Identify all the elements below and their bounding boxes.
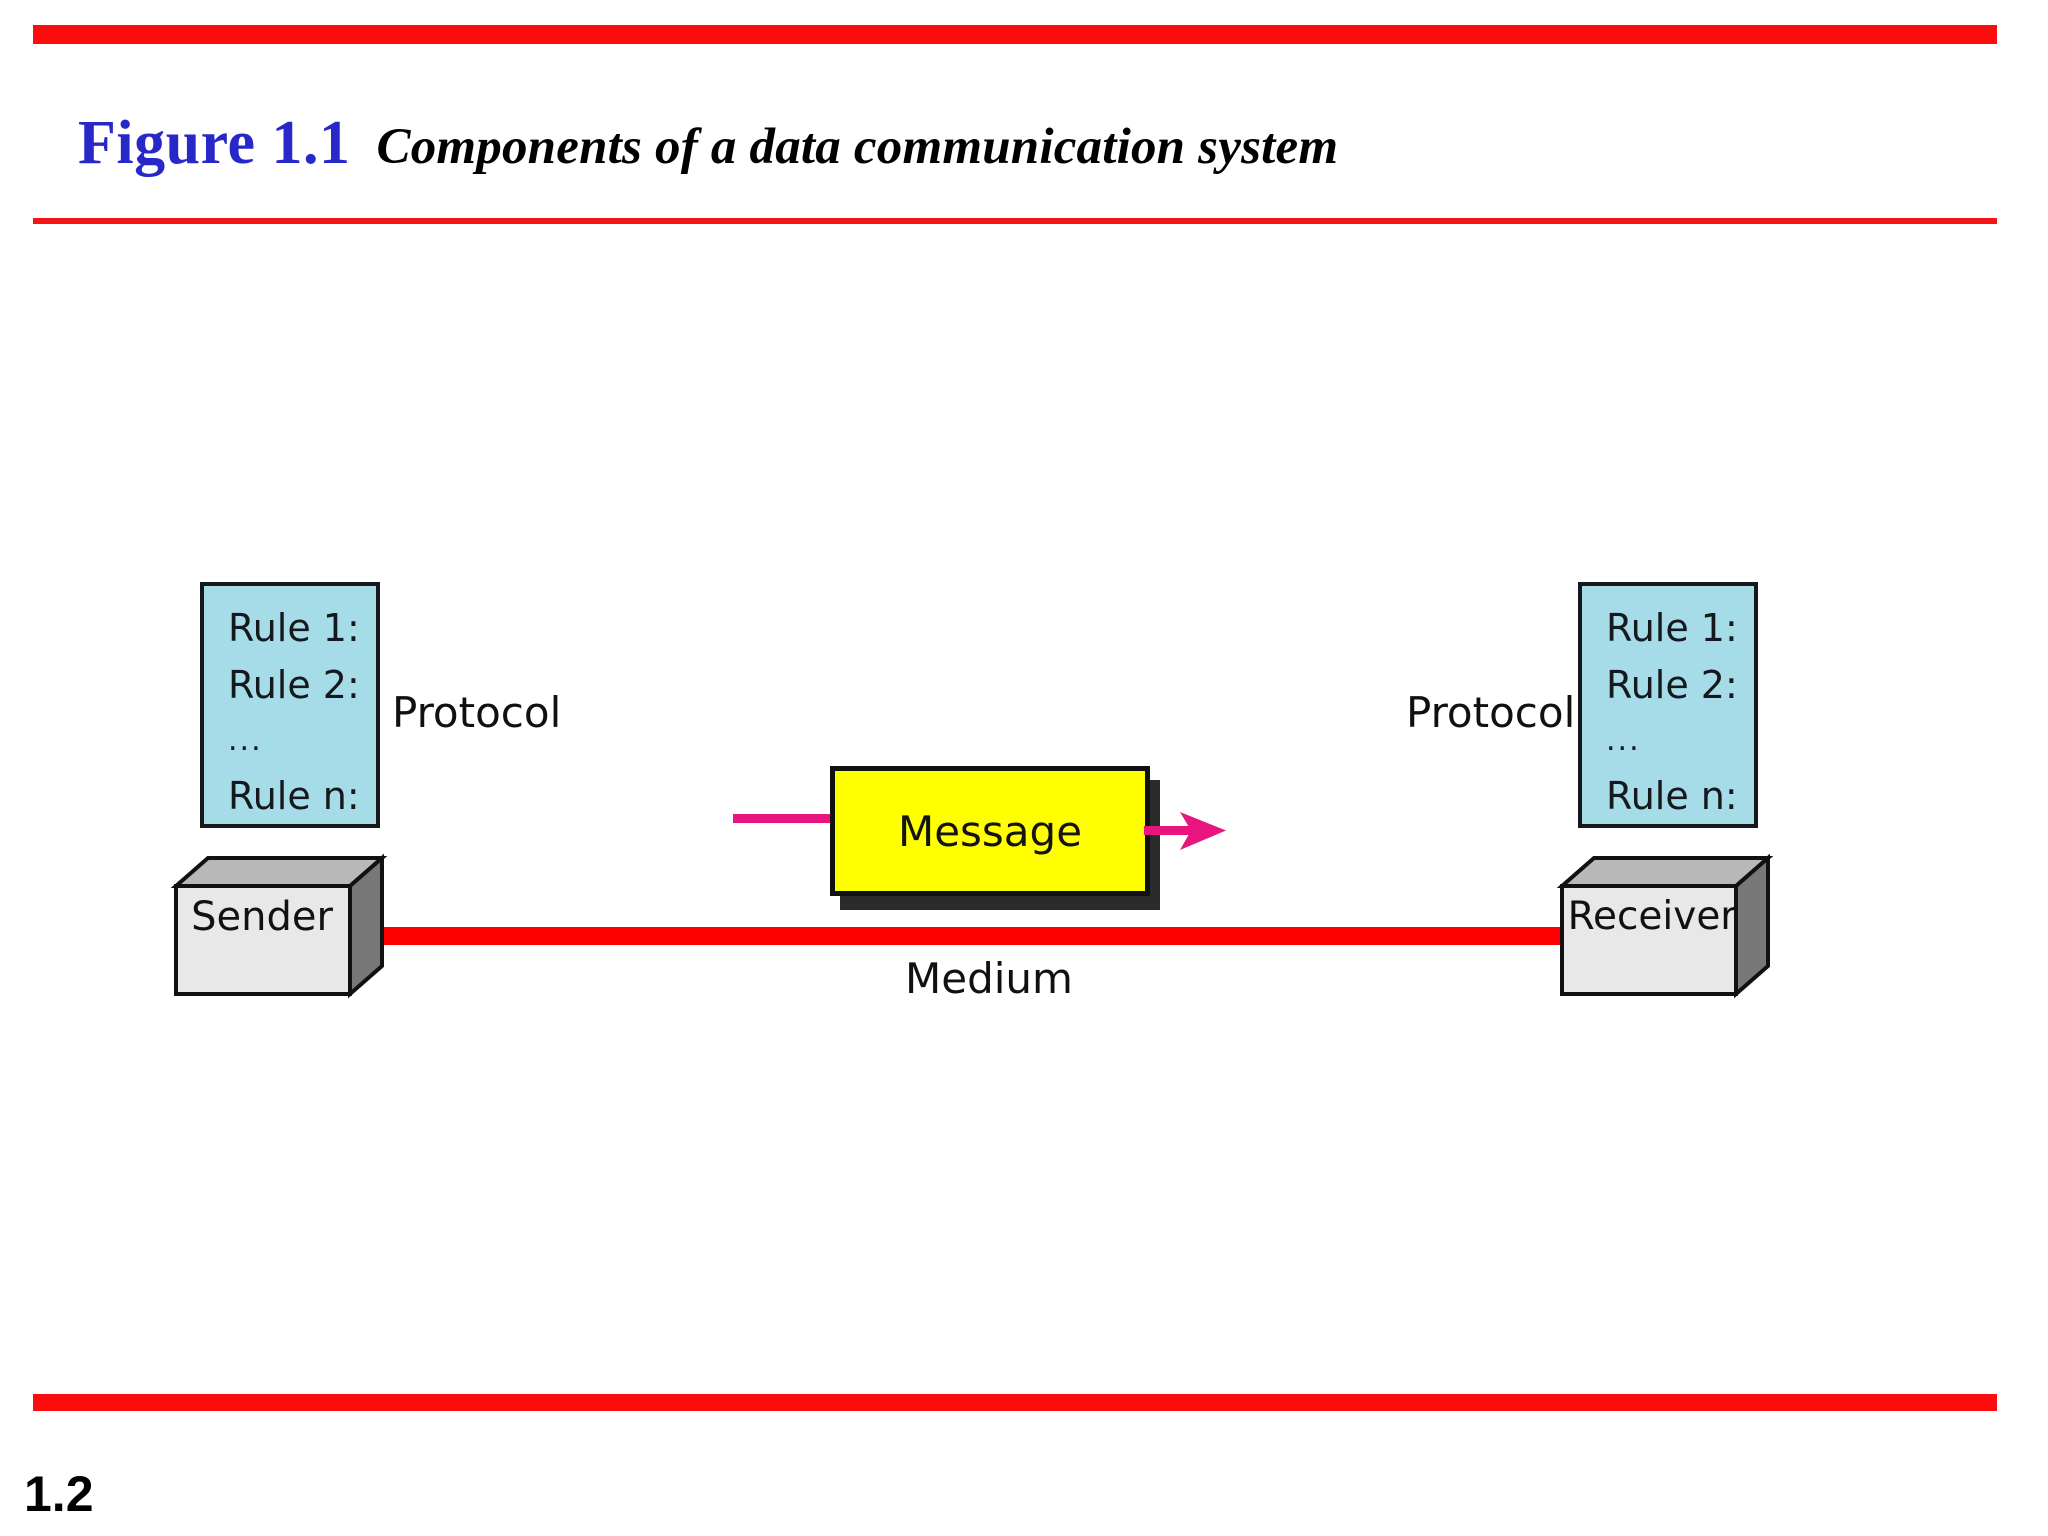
figure-label: Figure 1.1 bbox=[78, 109, 351, 177]
receiver-node: Receiver bbox=[1556, 853, 1774, 999]
page-title: Figure 1.1 Components of a data communica… bbox=[78, 108, 1338, 179]
rule-line: Rule 1: bbox=[228, 606, 360, 650]
page-number: 1.2 bbox=[24, 1466, 94, 1522]
protocol-box-receiver: Rule 1: Rule 2: ... Rule n: bbox=[1578, 582, 1758, 828]
rule-line: Rule 1: bbox=[1606, 606, 1738, 650]
figure-caption: Components of a data communication syste… bbox=[376, 119, 1339, 175]
protocol-box-sender: Rule 1: Rule 2: ... Rule n: bbox=[200, 582, 380, 828]
rule-line: Rule 2: bbox=[228, 663, 360, 707]
bottom-accent-bar bbox=[33, 1394, 1997, 1411]
title-underline bbox=[33, 218, 1997, 224]
flow-arrow-head bbox=[1144, 810, 1228, 854]
top-accent-bar bbox=[33, 25, 1997, 44]
medium-label: Medium bbox=[905, 954, 1073, 1003]
message-label: Message bbox=[897, 806, 1083, 856]
rule-line: ... bbox=[1606, 723, 1641, 758]
rule-line: ... bbox=[228, 723, 263, 758]
protocol-label-receiver: Protocol bbox=[1406, 688, 1576, 737]
medium-line bbox=[360, 927, 1575, 945]
rule-line: Rule n: bbox=[228, 774, 360, 818]
rule-line: Rule 2: bbox=[1606, 663, 1738, 707]
arrow-right-icon bbox=[1144, 812, 1226, 850]
cube-icon bbox=[170, 853, 388, 999]
flow-arrow-tail bbox=[733, 814, 837, 823]
protocol-label-sender: Protocol bbox=[392, 688, 562, 737]
message-box: Message bbox=[830, 766, 1150, 896]
cube-icon bbox=[1556, 853, 1774, 999]
rule-line: Rule n: bbox=[1606, 774, 1738, 818]
sender-node: Sender bbox=[170, 853, 388, 999]
